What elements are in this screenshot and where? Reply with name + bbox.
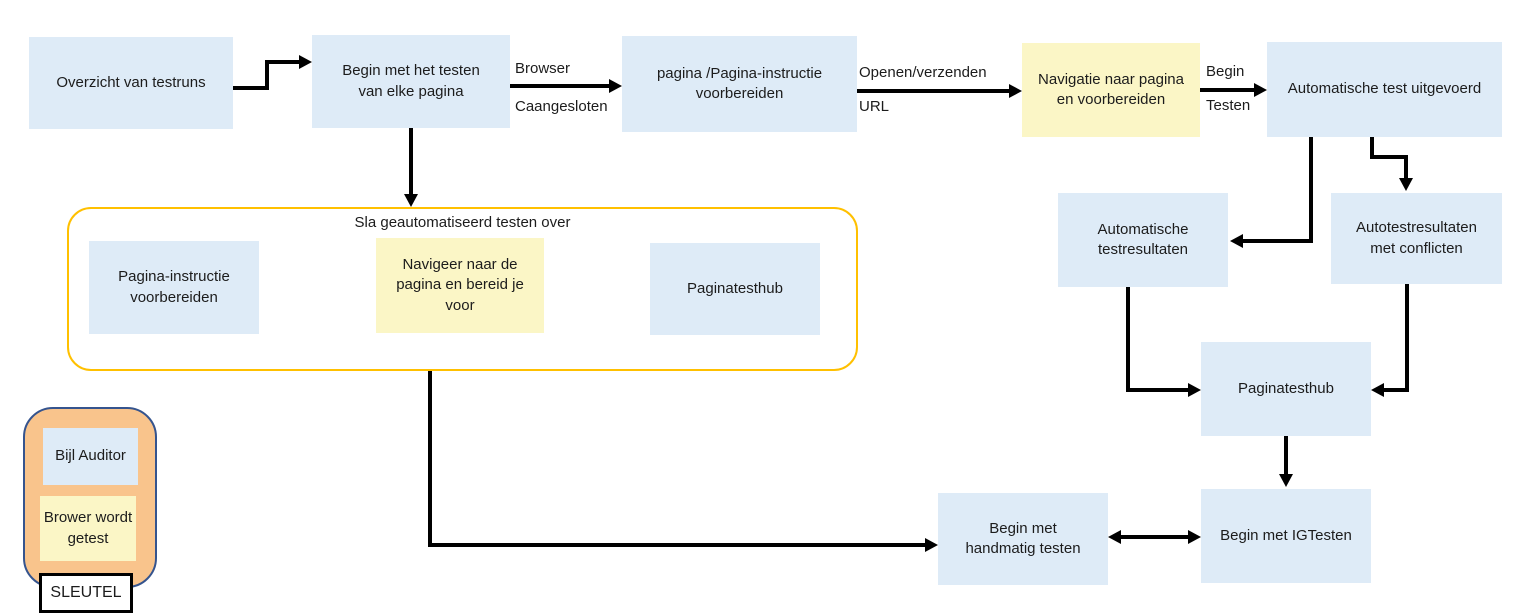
arrowhead-down bbox=[1399, 178, 1413, 191]
skip-group-title: Sla geautomatiseerd testen over bbox=[354, 214, 571, 231]
arrowhead-down bbox=[404, 194, 418, 207]
node-automatische-test-uitgevoerd: Automatische test uitgevoerd bbox=[1267, 42, 1502, 137]
node-begin-handmatig-testen: Begin met handmatig testen bbox=[938, 493, 1108, 585]
connector-conflicten-hub-segment bbox=[1384, 388, 1409, 392]
arrowhead-down bbox=[1279, 474, 1293, 487]
node-navigatie-naar-pagina: Navigatie naar pagina en voorbereiden bbox=[1022, 43, 1200, 137]
connector-autotest-resultaten-segment bbox=[1309, 137, 1313, 243]
connector-hub-igtesten-segment bbox=[1284, 436, 1288, 474]
node-overzicht-van-testruns: Overzicht van testruns bbox=[29, 37, 233, 129]
legend-key-box: SLEUTEL bbox=[39, 573, 133, 613]
node-automatische-testresultaten: Automatische testresultaten bbox=[1058, 193, 1228, 287]
connector-skip-handmatig-segment bbox=[428, 371, 432, 547]
connector-conflicten-hub-segment bbox=[1405, 284, 1409, 392]
edge-label-url: URL bbox=[859, 98, 890, 115]
node-autotestresultaten-conflicten: Autotestresultaten met conflicten bbox=[1331, 193, 1502, 284]
connector-autotest-resultaten-segment bbox=[1243, 239, 1313, 243]
arrowhead-right bbox=[1009, 84, 1022, 98]
edge-label-browser: Browser bbox=[515, 60, 571, 77]
connector-begin-skip-segment bbox=[409, 128, 413, 194]
edge-label-caangesloten: Caangesloten bbox=[515, 98, 608, 115]
connector-overzicht-begin-segment bbox=[233, 86, 269, 90]
connector-navigatie-autotest-segment bbox=[1200, 88, 1254, 92]
connector-overzicht-begin-segment bbox=[265, 60, 269, 90]
node-skip-navigeer-naar-pagina: Navigeer naar de pagina en bereid je voo… bbox=[376, 238, 544, 333]
node-skip-paginatesthub: Paginatesthub bbox=[650, 243, 820, 335]
arrowhead-right bbox=[299, 55, 312, 69]
arrowhead-left bbox=[1230, 234, 1243, 248]
node-paginatesthub: Paginatesthub bbox=[1201, 342, 1371, 436]
arrowhead-right bbox=[1188, 530, 1201, 544]
connector-begin-pagina-segment bbox=[510, 84, 609, 88]
edge-label-testen: Testen bbox=[1206, 97, 1251, 114]
connector-resultaten-hub-segment bbox=[1126, 388, 1188, 392]
legend-blue-swatch: Bijl Auditor bbox=[43, 428, 138, 485]
connector-resultaten-hub-segment bbox=[1126, 287, 1130, 392]
edge-label-begin: Begin bbox=[1206, 63, 1245, 80]
connector-autotest-conflicten-segment bbox=[1370, 155, 1408, 159]
connector-autotest-conflicten-segment bbox=[1404, 155, 1408, 178]
connector-handmatig-igtesten-segment bbox=[1121, 535, 1188, 539]
node-begin-met-testen: Begin met het testen van elke pagina bbox=[312, 35, 510, 128]
connector-overzicht-begin-segment bbox=[265, 60, 299, 64]
arrowhead-right bbox=[1188, 383, 1201, 397]
node-begin-met-igtesten: Begin met IGTesten bbox=[1201, 489, 1371, 583]
arrowhead-right bbox=[1254, 83, 1267, 97]
connector-pagina-navigatie-segment bbox=[857, 89, 1009, 93]
arrowhead-right bbox=[609, 79, 622, 93]
connector-skip-handmatig-segment bbox=[428, 543, 925, 547]
edge-label-openen-verzenden: Openen/verzenden bbox=[859, 64, 987, 81]
node-skip-pagina-instructie: Pagina-instructie voorbereiden bbox=[89, 241, 259, 334]
arrowhead-left bbox=[1108, 530, 1121, 544]
legend-yellow-swatch: Brower wordt getest bbox=[40, 496, 136, 561]
connector-autotest-conflicten-segment bbox=[1370, 137, 1374, 159]
node-pagina-instructie-voorbereiden: pagina /Pagina-instructie voorbereiden bbox=[622, 36, 857, 132]
arrowhead-left bbox=[1371, 383, 1384, 397]
arrowhead-right bbox=[925, 538, 938, 552]
